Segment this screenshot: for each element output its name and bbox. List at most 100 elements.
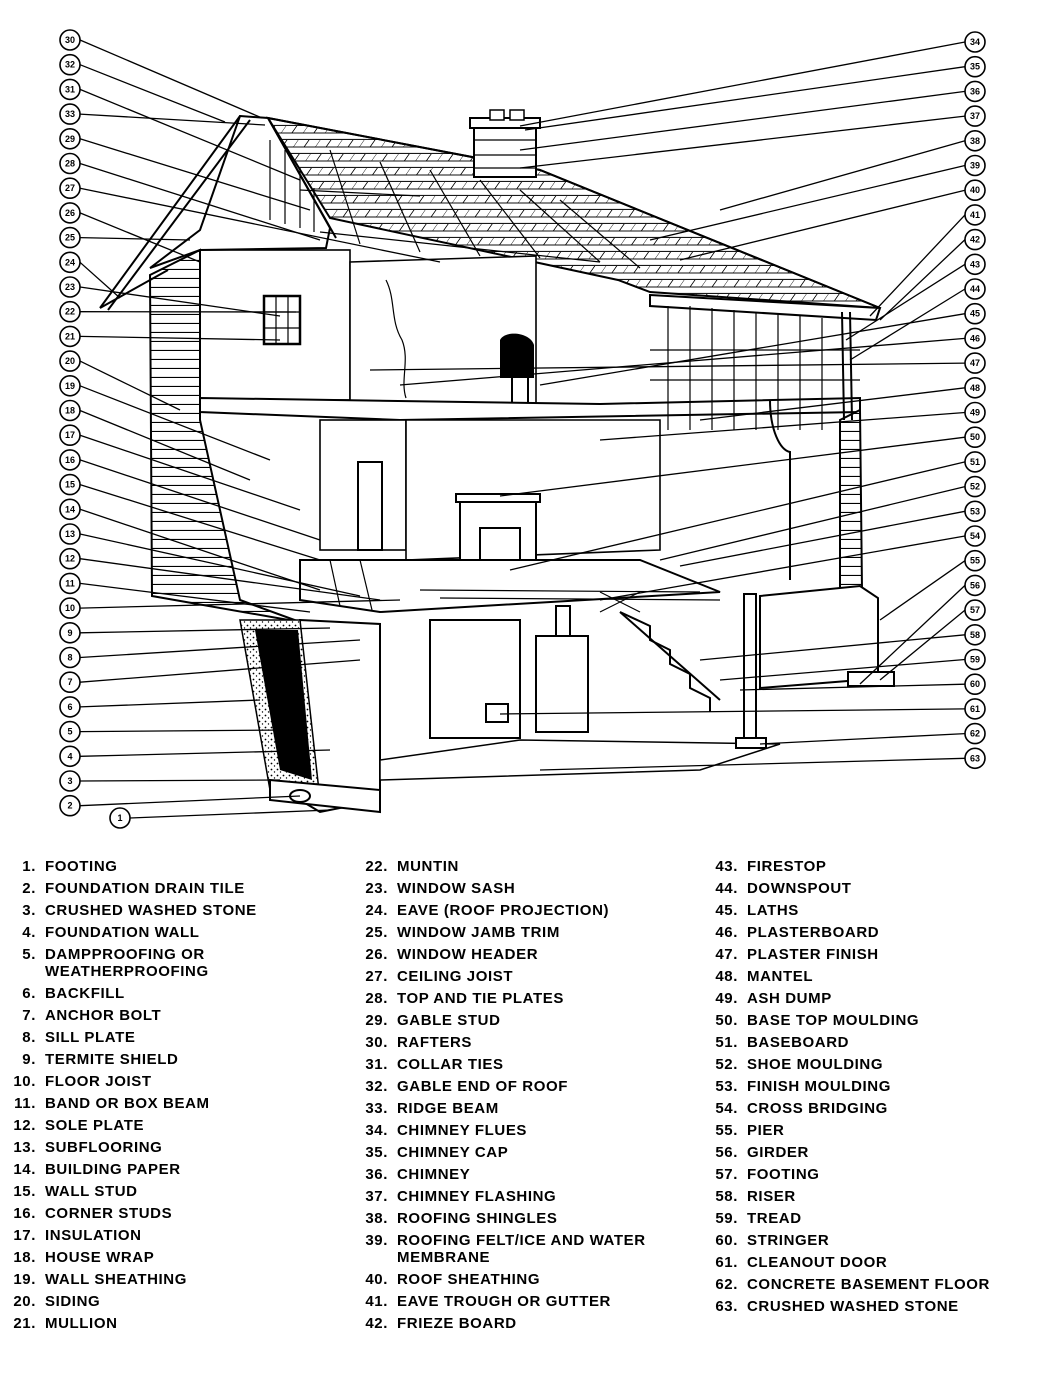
- callout-circle: [59, 374, 81, 397]
- legend-item: 1.FOOTING: [6, 858, 336, 875]
- callout-leader: [879, 239, 966, 321]
- callout-leader: [539, 757, 966, 771]
- legend-item-number: 41.: [365, 1293, 388, 1310]
- callout-leader: [79, 187, 441, 263]
- callout-34: 34: [964, 31, 986, 53]
- callout-circle: [59, 523, 81, 545]
- callout-33: 33: [59, 103, 81, 125]
- legend-item-number: 59.: [715, 1210, 738, 1227]
- callout-leader: [509, 461, 966, 571]
- callout-27: 27: [59, 177, 81, 199]
- legend-item-label: WALL SHEATHING: [45, 1271, 188, 1288]
- callout-20: 20: [59, 350, 81, 372]
- callout-circle: [59, 449, 81, 471]
- callout-leader: [699, 634, 966, 661]
- callout-number: 57: [970, 605, 980, 615]
- legend-item: 33.RIDGE BEAM: [358, 1100, 708, 1117]
- callout-circle: [59, 770, 81, 792]
- callout-leader: [659, 485, 966, 561]
- house-drawing: [99, 109, 895, 814]
- callout-10: 10: [59, 597, 81, 619]
- legend-item-number: 20.: [13, 1293, 36, 1310]
- callout-46: 46: [964, 327, 986, 350]
- callout-number: 62: [970, 729, 980, 739]
- legend-item-label: ROOF SHEATHING: [397, 1271, 541, 1288]
- legend-item-number: 14.: [13, 1161, 36, 1178]
- callout-30: 30: [59, 29, 81, 51]
- legend-item: 10.FLOOR JOIST: [6, 1073, 336, 1090]
- legend-item-label: BASEBOARD: [747, 1034, 850, 1051]
- legend-item: 39.ROOFING FELT/ICE AND WATER MEMBRANE: [358, 1232, 708, 1266]
- callout-6: 6: [59, 696, 81, 718]
- callout-number: 9: [67, 628, 72, 638]
- callout-number: 42: [970, 235, 980, 245]
- callout-circle: [59, 251, 81, 274]
- callout-circle: [964, 253, 986, 276]
- legend-item-number: 7.: [22, 1007, 36, 1024]
- callout-number: 39: [970, 161, 980, 171]
- callout-circle: [59, 399, 81, 422]
- legend-item: 34.CHIMNEY FLUES: [358, 1122, 708, 1139]
- legend-item: 57.FOOTING: [708, 1166, 1053, 1183]
- callout-4: 4: [59, 745, 81, 768]
- legend-item-label: BASE TOP MOULDING: [747, 1012, 920, 1029]
- callout-29: 29: [59, 128, 81, 150]
- legend-item-number: 9.: [22, 1051, 36, 1068]
- callout-circle: [964, 401, 986, 424]
- callout-7: 7: [59, 671, 81, 694]
- legend-item: 15.WALL STUD: [6, 1183, 336, 1200]
- callout-35: 35: [964, 55, 986, 78]
- callout-number: 13: [65, 529, 75, 539]
- callout-63: 63: [964, 747, 986, 770]
- callout-circle: [964, 426, 986, 449]
- legend-item-number: 11.: [14, 1095, 36, 1112]
- callout-circle: [964, 648, 986, 671]
- callout-leader: [79, 335, 281, 341]
- callout-number: 30: [65, 35, 75, 45]
- legend-item: 17.INSULATION: [6, 1227, 336, 1244]
- legend-item-label: HOUSE WRAP: [45, 1249, 155, 1266]
- legend-item-number: 18.: [13, 1249, 36, 1266]
- legend-item-label: PLASTERBOARD: [747, 924, 880, 941]
- callout-circle: [59, 53, 81, 76]
- callout-circle: [964, 673, 986, 696]
- callout-leader: [79, 659, 361, 683]
- legend-item-number: 5.: [22, 946, 36, 963]
- legend-item: 54.CROSS BRIDGING: [708, 1100, 1053, 1117]
- callout-number: 35: [970, 62, 980, 72]
- legend-item-number: 36.: [365, 1166, 388, 1183]
- legend-item-number: 12.: [13, 1117, 36, 1134]
- callout-48: 48: [964, 376, 986, 399]
- callout-leader: [79, 39, 263, 119]
- callout-60: 60: [964, 673, 986, 696]
- callout-14: 14: [59, 498, 81, 521]
- legend-item-number: 38.: [365, 1210, 388, 1227]
- legend-item-label: CHIMNEY: [397, 1166, 471, 1183]
- legend-item: 49.ASH DUMP: [708, 990, 1053, 1007]
- legend-item-label: FOOTING: [747, 1166, 820, 1183]
- callout-circle: [59, 547, 81, 570]
- callout-leader: [849, 288, 966, 361]
- callout-leader: [719, 658, 966, 681]
- callout-16: 16: [59, 449, 81, 471]
- callout-number: 48: [970, 383, 980, 393]
- callout-11: 11: [59, 572, 81, 595]
- legend-item-number: 44.: [715, 880, 738, 897]
- legend-item-label: SIDING: [45, 1293, 101, 1310]
- legend-item: 45.LATHS: [708, 902, 1053, 919]
- callout-circle: [59, 473, 81, 496]
- callout-number: 4: [67, 751, 72, 761]
- legend-item: 31.COLLAR TIES: [358, 1056, 708, 1073]
- callout-number: 33: [65, 109, 75, 119]
- callout-53: 53: [964, 500, 986, 523]
- callout-circle: [59, 177, 81, 199]
- callout-number: 12: [65, 554, 75, 564]
- legend-item-number: 62.: [715, 1276, 738, 1293]
- callout-circle: [964, 204, 986, 226]
- callout-44: 44: [964, 278, 986, 300]
- callout-number: 36: [970, 86, 980, 96]
- legend-item: 42.FRIEZE BOARD: [358, 1315, 708, 1332]
- callout-number: 21: [65, 331, 75, 341]
- legend-item-label: CONCRETE BASEMENT FLOOR: [747, 1276, 990, 1293]
- callout-45: 45: [964, 302, 986, 325]
